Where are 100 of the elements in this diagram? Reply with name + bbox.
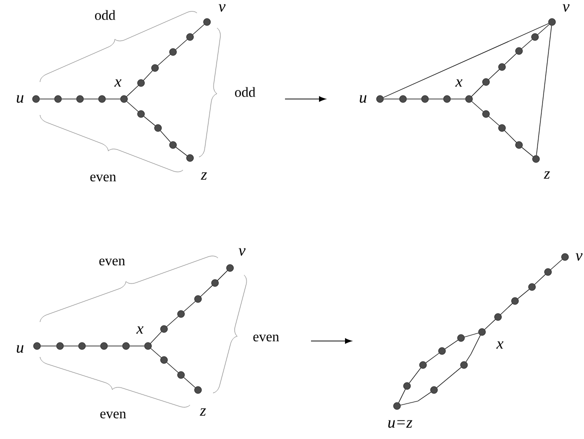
edge-line <box>200 285 213 297</box>
edge-line <box>217 270 228 281</box>
vertex-dot <box>532 155 540 163</box>
edge-line <box>39 98 55 100</box>
edge-line <box>126 85 139 97</box>
vertex-label: v <box>562 4 570 12</box>
vertex-dot <box>154 124 162 132</box>
edge-line <box>383 23 549 98</box>
edge-line <box>150 331 162 344</box>
edge-line <box>144 116 156 126</box>
edge-line <box>471 84 484 97</box>
vertex-dot <box>515 47 523 55</box>
edge-line <box>150 348 162 358</box>
brace-label: odd <box>95 10 116 20</box>
vertex-dot <box>76 95 84 103</box>
vertex-dot <box>482 110 490 118</box>
edge-line <box>536 25 552 156</box>
edge-line <box>436 367 462 388</box>
vertex-dot <box>32 95 40 103</box>
edge-line <box>176 146 188 156</box>
vertex-dot <box>482 78 490 86</box>
vertex-dot <box>561 253 569 261</box>
edge-line <box>450 98 466 100</box>
vertex-dot <box>203 18 211 26</box>
vertex-label: x <box>114 79 122 87</box>
vertex-dot <box>211 279 219 287</box>
vertex-dot <box>177 310 185 318</box>
vertex-dot <box>194 295 202 303</box>
edge-line <box>175 39 188 50</box>
vertex-dot <box>169 48 177 56</box>
vertex-dot <box>100 342 108 350</box>
vertex-dot <box>457 334 465 342</box>
brace-label: even <box>99 258 126 266</box>
vertex-label: v <box>238 248 246 256</box>
vertex-dot <box>78 342 86 350</box>
vertex-dot <box>531 33 539 41</box>
vertex-dot <box>511 297 519 305</box>
edge-line <box>521 39 533 49</box>
vertex-dot <box>54 95 62 103</box>
vertex-dot <box>98 95 106 103</box>
edge-line <box>504 53 517 65</box>
vertex-label: u=z <box>388 420 412 428</box>
edge-line <box>406 98 422 100</box>
vertex-dot <box>137 79 145 87</box>
brace-label: even <box>100 412 126 418</box>
edge-line <box>426 352 440 364</box>
edge-line <box>400 392 432 406</box>
edge-line <box>518 289 530 299</box>
vertex-label: v <box>218 4 226 12</box>
vertex-dot <box>120 95 128 103</box>
vertex-dot <box>160 325 168 333</box>
vertex-dot <box>494 313 502 321</box>
edge-line <box>471 101 484 112</box>
vertex-label: u <box>16 345 24 353</box>
vertex-dot <box>376 95 384 103</box>
vertex-label: x <box>455 79 462 87</box>
edge-line <box>183 377 196 388</box>
vertex-label: u <box>360 95 366 103</box>
vertex-dot <box>421 95 429 103</box>
vertex-dot <box>194 386 202 394</box>
edge-line <box>464 332 479 338</box>
edge-line <box>160 130 171 143</box>
edge-line <box>534 274 546 285</box>
edge-line <box>61 98 77 100</box>
edge-line <box>126 101 139 112</box>
vertex-dot <box>438 347 446 355</box>
vertex-dot <box>478 328 486 336</box>
edge-line <box>537 24 550 35</box>
vertex-label: x <box>136 326 144 334</box>
vertex-dot <box>544 268 552 276</box>
vertex-dot <box>186 154 194 162</box>
edge-line <box>484 319 496 330</box>
vertex-dot <box>160 356 168 364</box>
brace-label: odd <box>235 87 256 97</box>
vertex-dot <box>498 63 506 71</box>
vertex-dot <box>430 386 438 394</box>
edge-line <box>488 116 500 126</box>
vertex-dot <box>122 342 130 350</box>
edge-line <box>522 147 534 157</box>
vertex-dot <box>393 402 401 410</box>
edge-line <box>466 335 481 362</box>
vertex-dot <box>399 95 407 103</box>
edge-line <box>166 316 179 327</box>
edge-line <box>428 98 444 100</box>
edge-line <box>550 259 563 270</box>
vertex-dot <box>137 110 145 118</box>
vertex-dot <box>460 361 468 369</box>
edge-line <box>83 98 99 100</box>
edge-line <box>105 98 121 100</box>
vertex-label: z <box>544 171 550 179</box>
vertex-label: u <box>16 95 24 103</box>
vertex-label: v <box>576 253 583 261</box>
vertex-label: z <box>200 172 207 180</box>
vertex-label: x <box>496 341 504 349</box>
brace-label: even <box>253 334 279 342</box>
edge-line <box>504 130 517 143</box>
vertex-dot <box>465 95 473 103</box>
vertex-dot <box>226 264 234 272</box>
vertex-dot <box>548 18 556 26</box>
edge-line <box>500 303 513 315</box>
